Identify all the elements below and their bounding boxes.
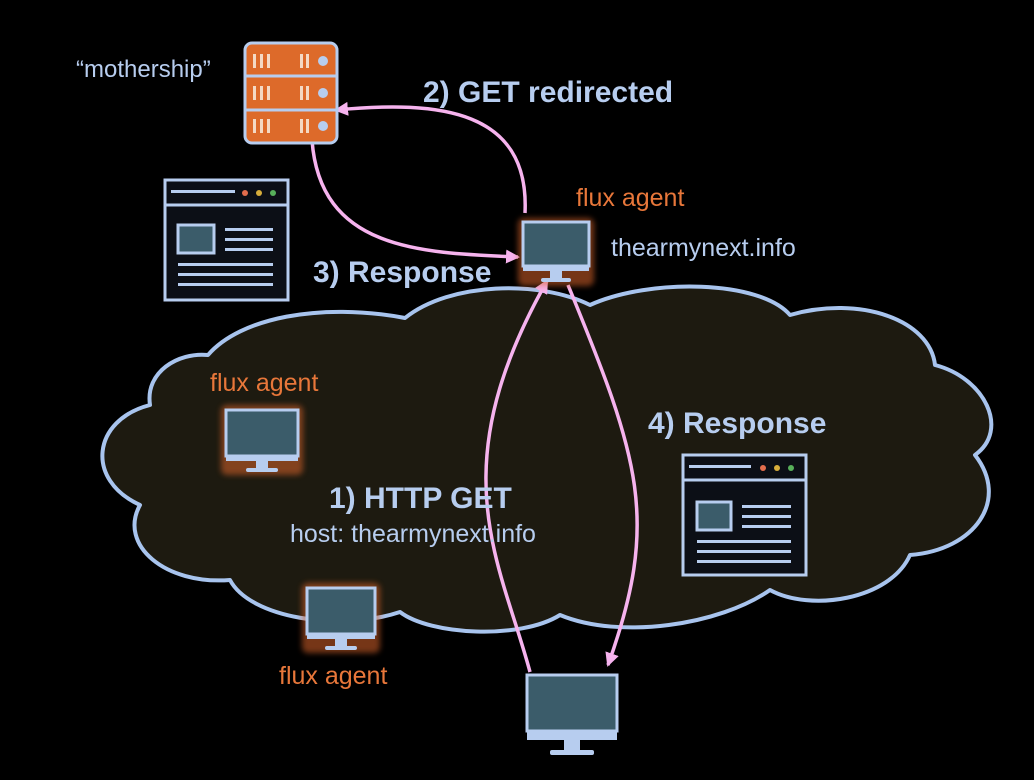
step1-host-label: host: thearmynext.info [290,520,536,548]
arrow-response-3 [310,139,520,264]
step2-label: 2) GET redirected [423,76,674,109]
step1-label: 1) HTTP GET [329,482,512,515]
arrow-get-redirected [334,101,527,214]
monitor-icon [518,218,594,286]
step3-label: 3) Response [313,256,492,289]
monitor-icon [221,405,303,475]
browser-window-icon [163,178,290,302]
server-icon [243,41,339,145]
arrow-response-4 [566,284,639,667]
browser-window-icon [681,453,808,577]
arrow-http-get [484,279,549,673]
domain-label: thearmynext.info [611,234,796,262]
flux-agent-bottom-label: flux agent [279,662,388,690]
monitor-icon [302,583,380,653]
flux-agent-left-label: flux agent [210,369,319,397]
flux-agent-top-label: flux agent [576,184,685,212]
step4-label: 4) Response [648,407,827,440]
mothership-label: “mothership” [76,56,211,83]
monitor-icon [525,673,619,755]
